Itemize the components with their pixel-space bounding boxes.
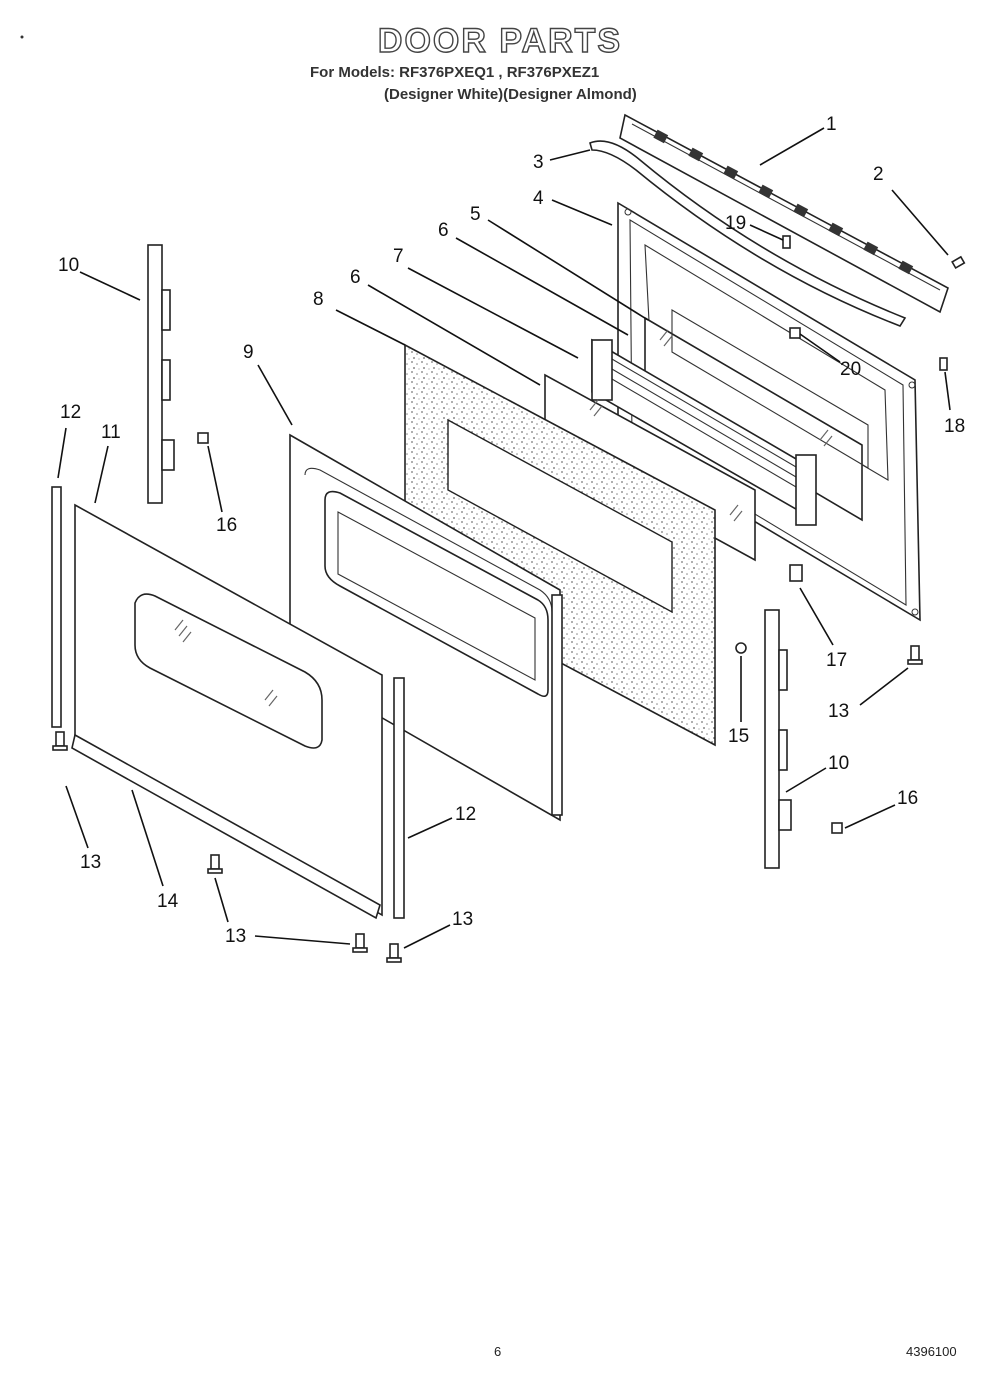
callout-15: 15 [728, 656, 749, 747]
part-6-glass-pack [591, 338, 817, 526]
svg-text:13: 13 [452, 909, 473, 930]
svg-text:13: 13 [828, 701, 849, 722]
svg-text:11: 11 [101, 422, 121, 443]
svg-text:3: 3 [533, 152, 544, 173]
callout-11: 11 [94, 422, 121, 504]
callout-13-left: 13 [65, 785, 101, 873]
callout-17: 17 [799, 587, 847, 671]
part-1-vent-trim [619, 113, 949, 314]
part-3-handle [589, 140, 907, 327]
callout-9: 9 [243, 342, 293, 426]
part-12-left-side-trim [51, 486, 62, 728]
svg-text:5: 5 [470, 204, 481, 225]
svg-text:2: 2 [873, 164, 884, 185]
svg-text:17: 17 [826, 650, 847, 671]
svg-text:16: 16 [216, 515, 237, 536]
callout-14: 14 [131, 789, 179, 912]
svg-text:15: 15 [728, 726, 749, 747]
svg-text:6: 6 [350, 267, 361, 288]
part-9-door-frame [289, 433, 563, 822]
callout-13-bottom-left: 13 [214, 877, 351, 947]
svg-text:12: 12 [455, 804, 476, 825]
svg-text:1: 1 [826, 114, 837, 135]
callout-12-left: 12 [57, 402, 81, 479]
svg-text:12: 12 [60, 402, 81, 423]
svg-text:9: 9 [243, 342, 254, 363]
callout-13-bottom-right: 13 [403, 909, 473, 949]
callout-6-lower: 6 [350, 267, 541, 386]
svg-text:19: 19 [725, 213, 746, 234]
svg-text:4: 4 [533, 188, 544, 209]
part-8-insulation [404, 343, 716, 747]
page-title: DOOR PARTS [377, 21, 623, 60]
callout-2: 2 [873, 164, 949, 256]
part-11-outer-panel [74, 503, 383, 917]
part-12-right-side-trim [393, 677, 405, 919]
clip-icon [197, 327, 843, 834]
callout-3: 3 [533, 149, 591, 173]
callout-16-right: 16 [844, 788, 918, 829]
callout-7: 7 [393, 246, 579, 359]
callout-20: 20 [799, 333, 861, 380]
finish-line: (Designer White)(Designer Almond) [384, 86, 637, 103]
svg-text:16: 16 [897, 788, 918, 809]
callout-19: 19 [725, 213, 784, 241]
callout-4: 4 [533, 188, 613, 226]
svg-text:7: 7 [393, 246, 404, 267]
document-code: 4396100 [906, 1344, 957, 1359]
callout-8: 8 [313, 289, 406, 346]
part-10-left-hinge [147, 244, 175, 504]
svg-text:13: 13 [80, 852, 101, 873]
part-14-bottom-trim [71, 733, 381, 920]
svg-text:10: 10 [828, 753, 849, 774]
svg-text:10: 10 [58, 255, 79, 276]
part-10-right-hinge [764, 609, 792, 869]
svg-text:8: 8 [313, 289, 324, 310]
svg-text:13: 13 [225, 926, 246, 947]
screw-icon [52, 235, 966, 963]
callout-10-left: 10 [58, 255, 141, 301]
callout-18: 18 [944, 371, 965, 437]
page-number: 6 [494, 1344, 502, 1359]
callout-12-right: 12 [407, 804, 476, 839]
svg-text:20: 20 [840, 359, 861, 380]
callout-13-right-top: 13 [828, 667, 909, 722]
stamped-label-mark [20, 35, 24, 39]
model-line: For Models: RF376PXEQ1 , RF376PXEZ1 [310, 64, 600, 81]
callout-5: 5 [470, 204, 649, 321]
svg-text:18: 18 [944, 416, 965, 437]
callout-16-left: 16 [207, 445, 237, 536]
callout-6-upper: 6 [438, 220, 629, 336]
callout-10-right: 10 [785, 753, 849, 793]
svg-text:6: 6 [438, 220, 449, 241]
svg-text:14: 14 [157, 891, 179, 912]
callout-1: 1 [759, 114, 837, 166]
